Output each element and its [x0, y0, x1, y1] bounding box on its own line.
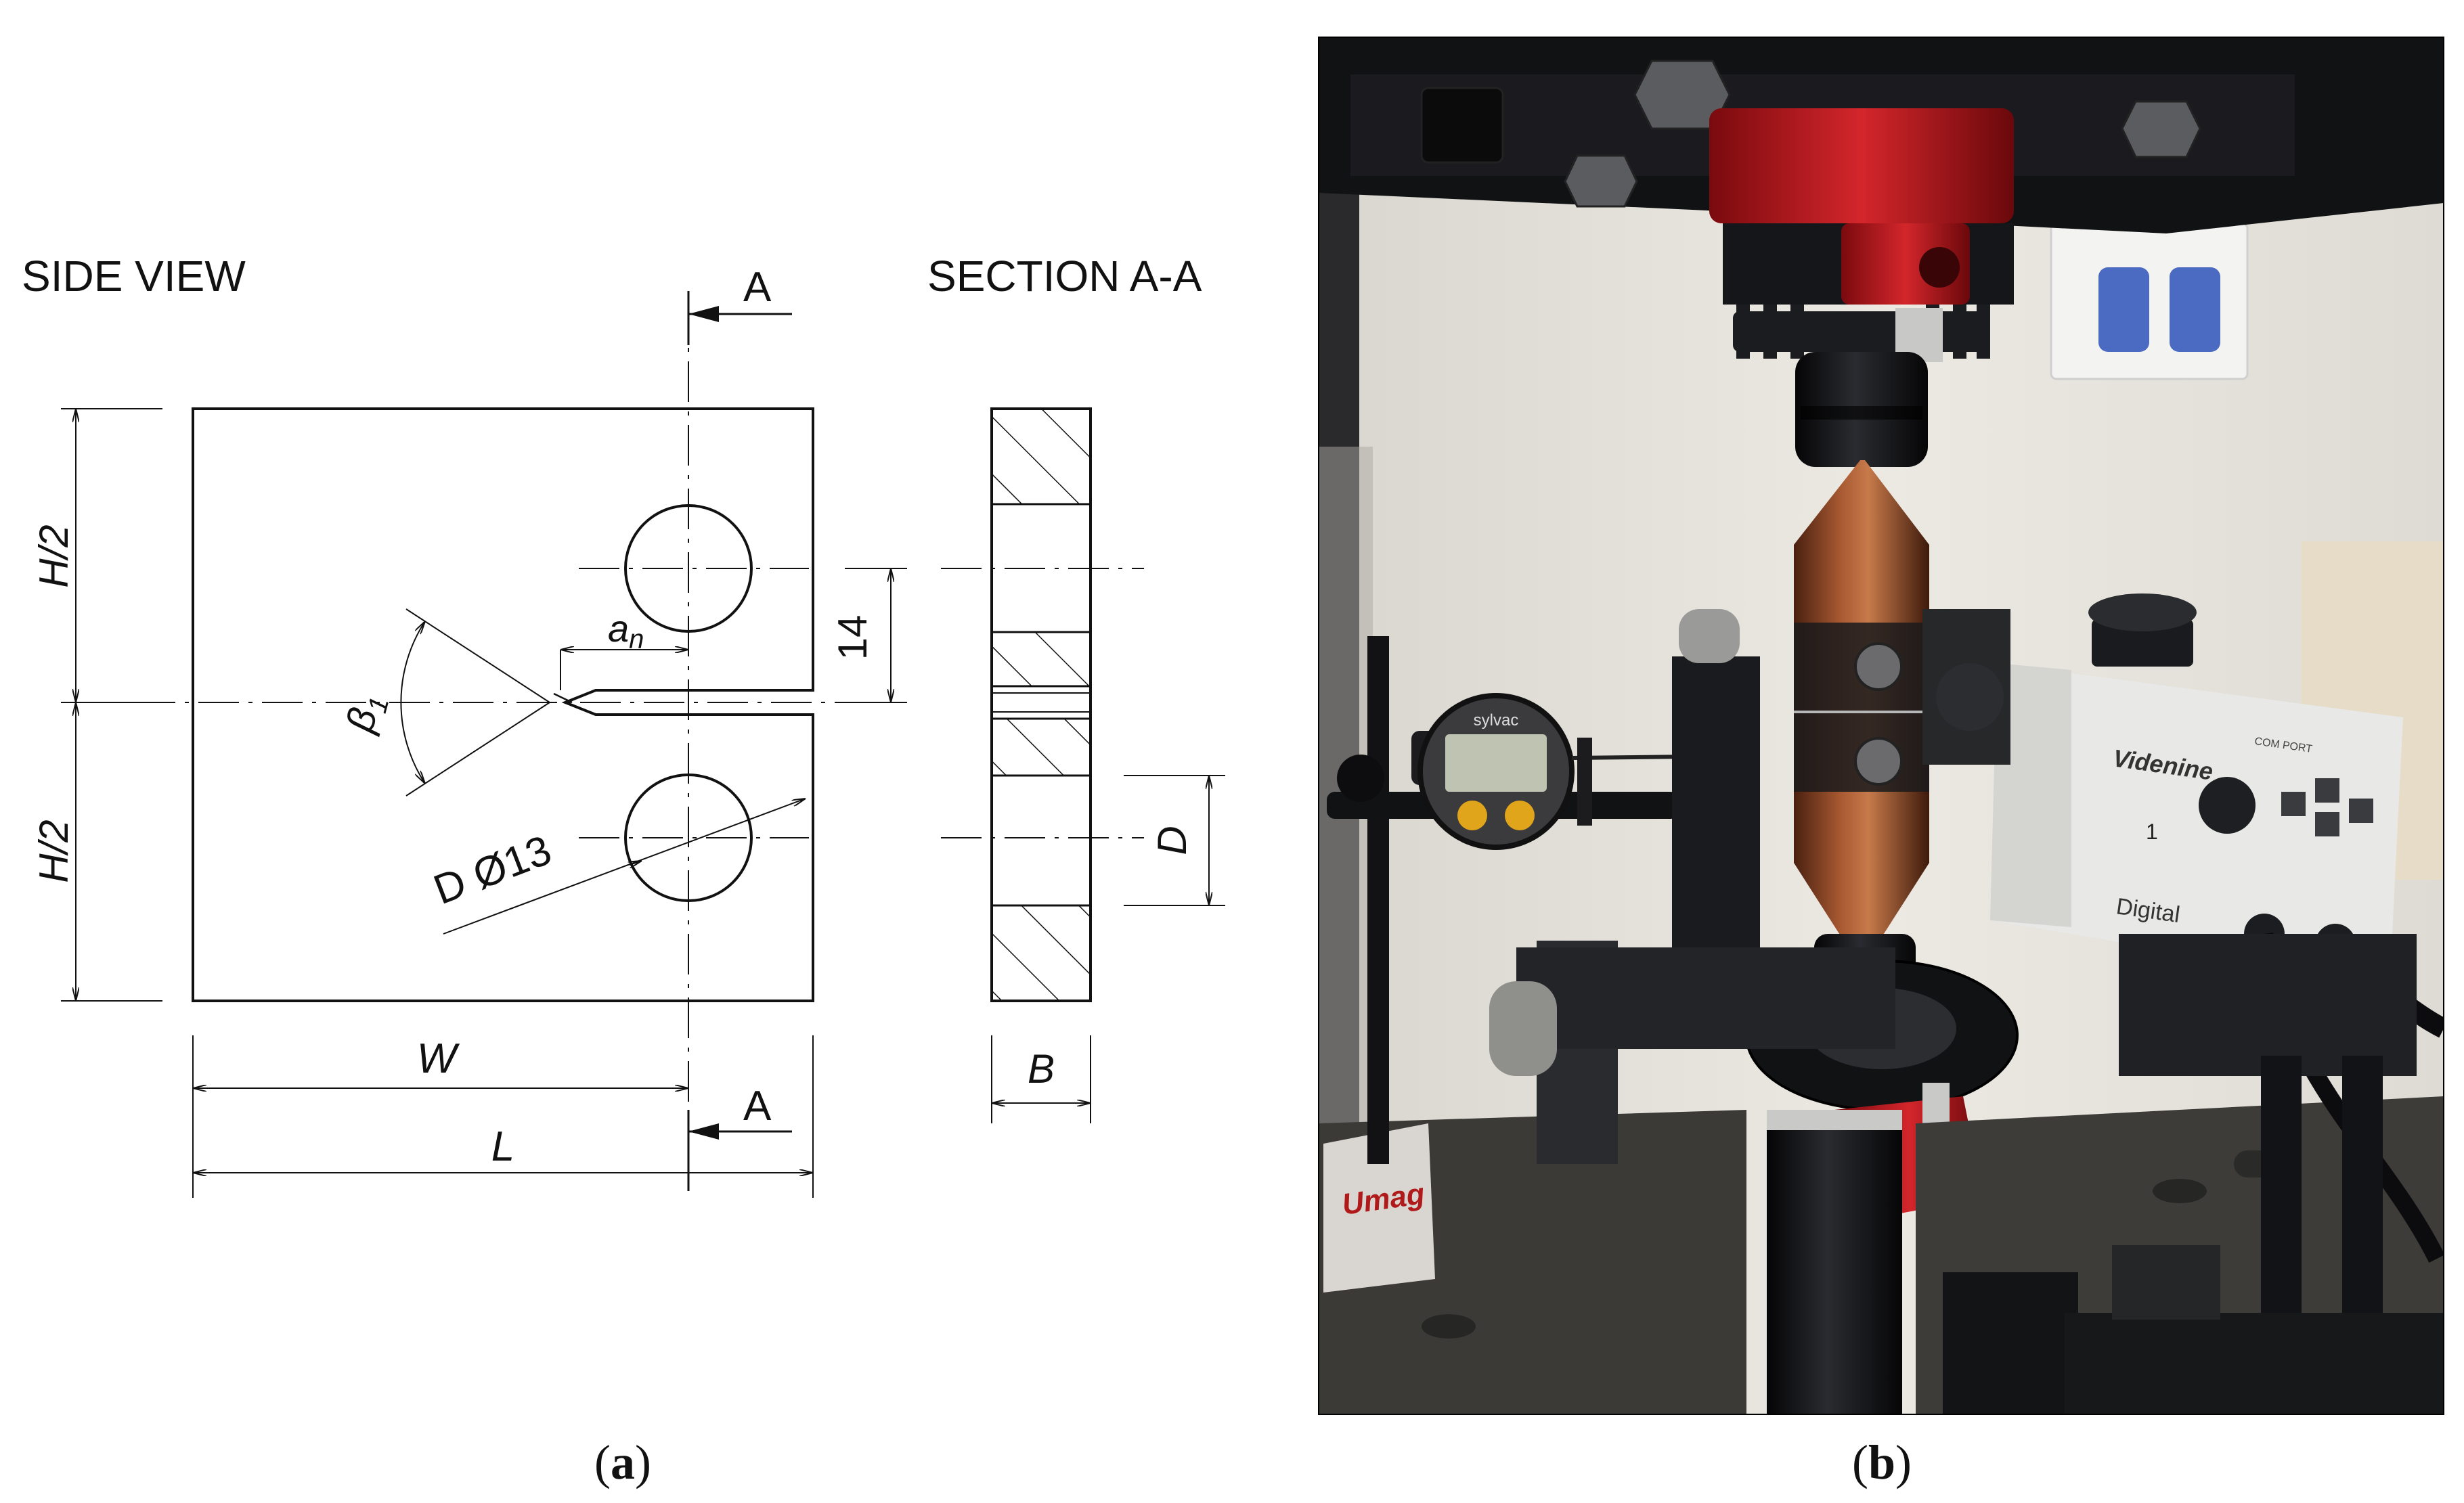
plate-bolts	[1420, 60, 2201, 208]
caption-b: (b)	[1852, 1435, 1912, 1489]
dim-hole-offset-label: 14	[830, 615, 875, 660]
angle-leg-upper	[405, 608, 550, 703]
caption-a: (a)	[594, 1435, 651, 1489]
dim-notch-length-label: an	[608, 607, 644, 654]
section-marker-top-label: A	[743, 264, 772, 311]
section-marker-top-head	[688, 306, 719, 322]
dim-hole-diameter-label: D Ø13	[428, 827, 558, 914]
left-camera-support	[1672, 656, 1760, 947]
center-lines	[71, 298, 1144, 1191]
notch-tip-line	[553, 692, 573, 704]
magnetic-base	[1323, 1123, 1435, 1293]
panel-a-drawing: SIDE VIEW SECTION A-A A A	[22, 252, 1225, 1489]
section-marker-bottom-head	[688, 1123, 719, 1140]
hole-diameter-leader	[443, 799, 806, 935]
specimen-outline	[192, 407, 814, 1002]
lower-cylinder	[1767, 1110, 1902, 1414]
section-outline	[990, 407, 1092, 1002]
angle-leg-lower	[405, 702, 550, 797]
photo-frame	[1318, 37, 2444, 1415]
dim-h-half-top-label: H/2	[31, 524, 76, 587]
dial-indicator: sylvac	[1411, 693, 1693, 850]
section-title: SECTION A-A	[927, 252, 1202, 300]
section-view	[990, 407, 1092, 1002]
upper-red-block	[1709, 108, 2014, 223]
panel-b-photo: Umag sylvac Videnine	[1319, 37, 2444, 1414]
specimen-holder-lower-cone	[1794, 863, 1929, 947]
dim-l-label: L	[491, 1123, 514, 1170]
camera-mark: 1	[2146, 820, 2158, 844]
indicator-brand: sylvac	[1474, 711, 1519, 730]
dim-angle-label: β1	[337, 689, 395, 739]
angle-arc	[400, 621, 425, 784]
section-marker-bottom-label: A	[743, 1083, 772, 1129]
dim-h-half-bottom-label: H/2	[31, 820, 76, 882]
dim-b-label: B	[1028, 1046, 1055, 1092]
camera: Videnine Digital COM PORT 1	[1922, 593, 2444, 1414]
specimen-holder-upper-cone	[1794, 460, 1929, 545]
side-view-title: SIDE VIEW	[22, 252, 246, 300]
dim-d-label: D	[1149, 826, 1195, 855]
dim-w-label: W	[417, 1035, 460, 1082]
